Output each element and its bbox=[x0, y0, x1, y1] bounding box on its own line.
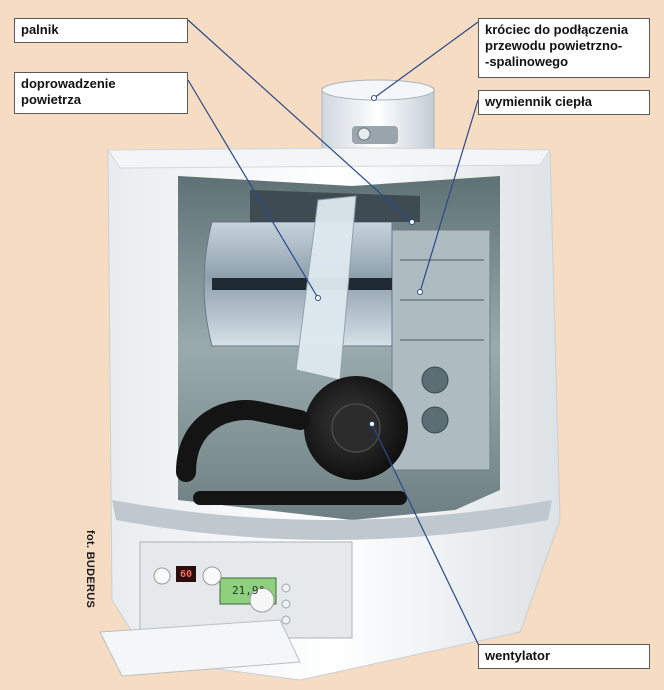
point-krociec bbox=[371, 95, 377, 101]
label-wymiennik-ciepla: wymiennik ciepła bbox=[478, 90, 650, 115]
label-wentylator: wentylator bbox=[478, 644, 650, 669]
led-display: 60 bbox=[180, 569, 193, 580]
label-krociec: króciec do podłączenia przewodu powietrz… bbox=[478, 18, 650, 78]
leader-wymiennik bbox=[419, 99, 479, 293]
leader-krociec bbox=[373, 21, 479, 99]
point-wymiennik bbox=[417, 289, 423, 295]
boiler-interior bbox=[176, 176, 500, 520]
control-panel bbox=[99, 500, 552, 677]
leader-palnik bbox=[187, 19, 413, 223]
lcd-display: 21,9° bbox=[232, 584, 266, 597]
label-doprowadzenie-powietrza: doprowadzenie powietrza bbox=[14, 72, 188, 114]
point-wentylator bbox=[369, 421, 375, 427]
leader-lines bbox=[187, 19, 481, 649]
photo-credit: fot. BUDERUS bbox=[84, 530, 96, 609]
point-palnik bbox=[409, 219, 415, 225]
flue-connector bbox=[321, 79, 435, 153]
leader-doprowadzenie bbox=[187, 79, 319, 299]
leader-wentylator bbox=[371, 423, 481, 649]
point-doprowadzenie bbox=[315, 295, 321, 301]
label-palnik: palnik bbox=[14, 18, 188, 43]
